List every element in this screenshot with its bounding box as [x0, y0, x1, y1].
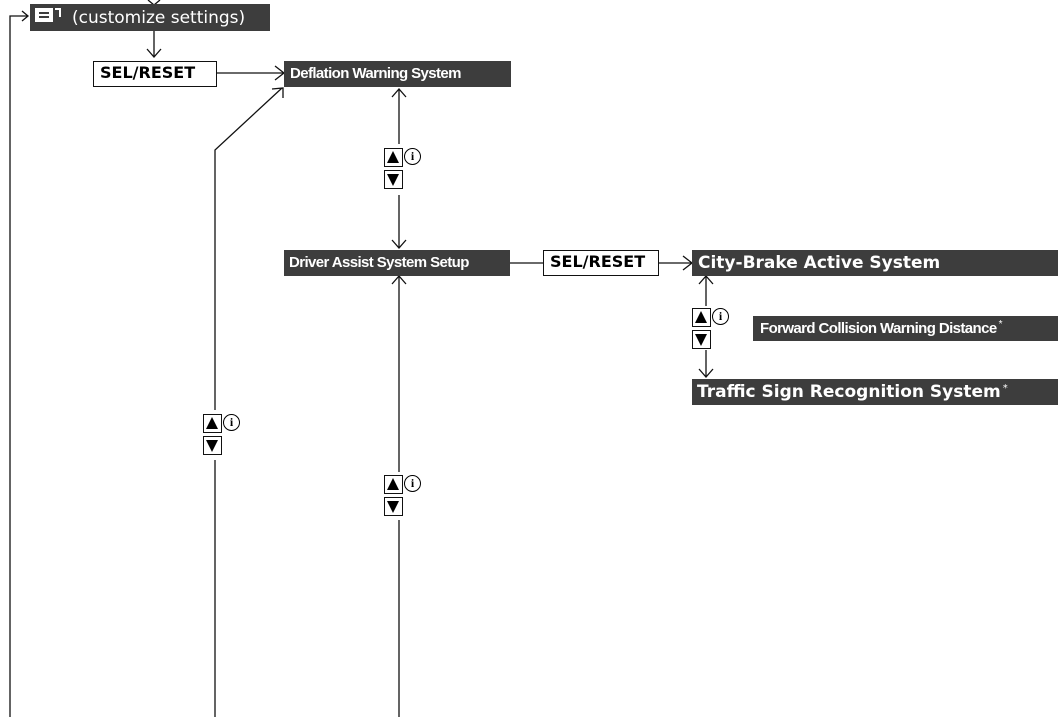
customize-settings-label: (customize settings) — [72, 8, 246, 28]
arrowhead — [271, 87, 284, 98]
forward-collision-warning-distance-label: Forward Collision Warning Distance — [760, 320, 997, 337]
footnote-mark: * — [1002, 383, 1008, 394]
traffic-sign-recognition-system-label: Traffic Sign Recognition System — [697, 382, 1001, 402]
city-brake-active-system-item[interactable]: City-Brake Active System — [692, 250, 1058, 276]
city-brake-active-system-label: City-Brake Active System — [698, 253, 941, 273]
arrowhead — [146, 48, 162, 58]
info-icon: i — [404, 475, 421, 492]
arrowhead — [391, 275, 407, 285]
loop-line-left — [214, 87, 283, 717]
up-triangle-icon[interactable] — [692, 308, 711, 327]
forward-collision-warning-distance-item[interactable]: Forward Collision Warning Distance* — [753, 316, 1058, 341]
customize-settings-header[interactable]: (customize settings) — [30, 4, 270, 31]
up-triangle-icon[interactable] — [384, 475, 403, 494]
arrowhead — [391, 239, 407, 249]
driver-assist-system-setup-item[interactable]: Driver Assist System Setup — [284, 250, 510, 276]
down-triangle-icon[interactable] — [203, 436, 222, 455]
info-icon: i — [712, 308, 729, 325]
down-triangle-icon[interactable] — [384, 170, 403, 189]
driver-assist-system-setup-label: Driver Assist System Setup — [289, 254, 469, 271]
down-triangle-icon[interactable] — [692, 330, 711, 349]
info-icon: i — [404, 148, 421, 165]
sel-reset-button[interactable]: SEL/RESET — [93, 61, 217, 87]
arrowhead — [391, 88, 407, 98]
down-triangle-icon[interactable] — [384, 497, 403, 516]
footnote-mark: * — [998, 319, 1003, 330]
up-triangle-icon[interactable] — [203, 414, 222, 433]
deflation-warning-system-item[interactable]: Deflation Warning System — [284, 61, 511, 87]
up-triangle-icon[interactable] — [384, 148, 403, 167]
menu-lines-icon — [33, 5, 63, 28]
return-loop-line — [9, 15, 27, 717]
deflation-warning-system-label: Deflation Warning System — [290, 65, 462, 82]
info-icon: i — [223, 414, 240, 431]
arrowhead — [698, 368, 714, 378]
arrowhead — [21, 10, 30, 22]
arrowhead — [698, 275, 714, 285]
sel-reset-button[interactable]: SEL/RESET — [543, 250, 659, 276]
traffic-sign-recognition-system-item[interactable]: Traffic Sign Recognition System* — [692, 379, 1058, 405]
